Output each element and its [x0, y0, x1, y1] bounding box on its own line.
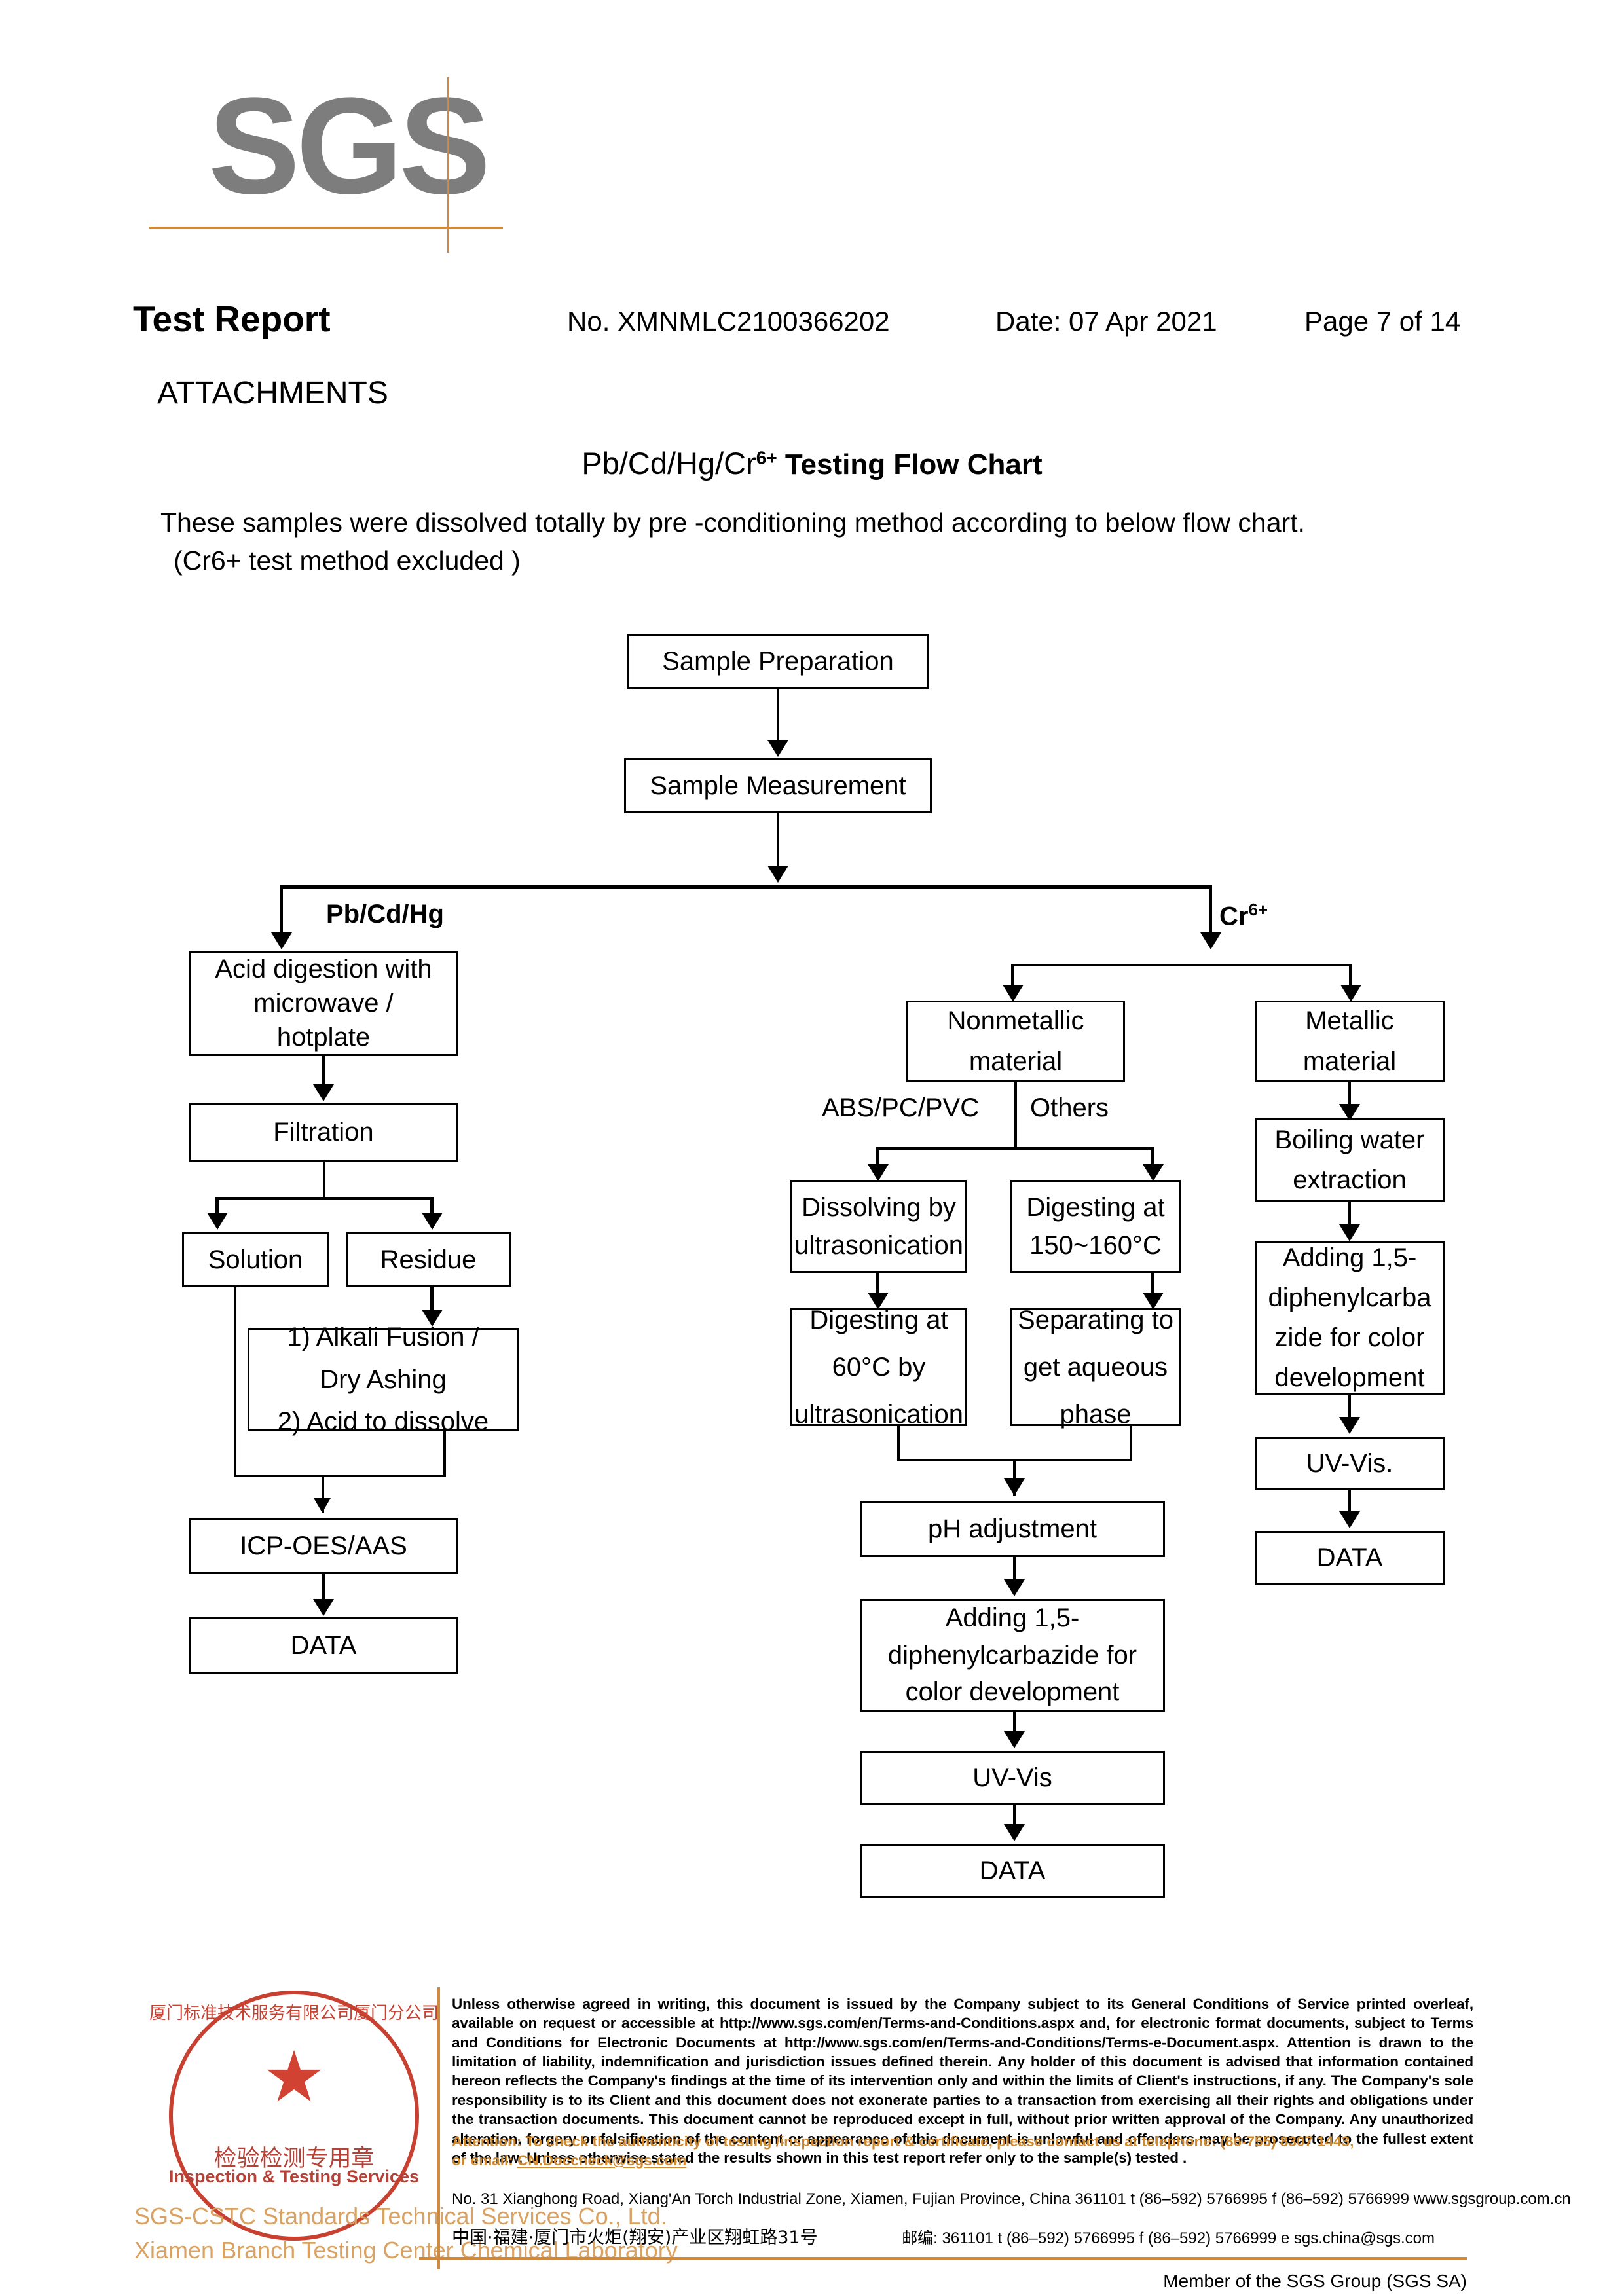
node-adding-dpc-right: Adding 1,5- diphenylcarba zide for color… — [1255, 1241, 1445, 1395]
node-uv-vis-mid: UV-Vis — [860, 1751, 1165, 1805]
dpc-right-line4: development — [1274, 1363, 1425, 1392]
dissolving-line2: ultrasonication — [794, 1231, 963, 1260]
digesting60-line2: 60°C by — [832, 1353, 926, 1382]
stamp-chinese-text: 检验检测专用章 — [213, 2146, 375, 2172]
legal-disclaimer: Unless otherwise agreed in writing, this… — [452, 1996, 1473, 2166]
boiling-line1: Boiling water — [1274, 1126, 1425, 1155]
page-title: Test Report — [133, 299, 331, 339]
stamp-english-text: Inspection & Testing Services — [168, 2166, 420, 2186]
footer-vertical-rule — [437, 1987, 440, 2269]
dpc-right-line2: diphenylcarba — [1268, 1283, 1431, 1313]
separating-line2: get aqueous — [1023, 1353, 1168, 1382]
node-sample-measurement: Sample Measurement — [624, 758, 932, 813]
node-solution: Solution — [182, 1232, 329, 1287]
node-metallic-material: Metallic material — [1255, 1001, 1445, 1082]
acid-digestion-line3: hotplate — [276, 1023, 371, 1052]
node-uv-vis-right: UV-Vis. — [1255, 1437, 1445, 1490]
address-chinese-tail: 邮编: 361101 t (86–592) 5766995 f (86–592)… — [902, 2230, 1435, 2247]
member-line: Member of the SGS Group (SGS SA) — [1163, 2271, 1467, 2291]
node-sample-preparation: Sample Preparation — [627, 634, 929, 689]
nonmetallic-line1: Nonmetallic — [947, 1006, 1084, 1035]
node-data-right: DATA — [1255, 1531, 1445, 1585]
report-header: Test Report No. XMNMLC2100366202 Date: 0… — [0, 298, 1624, 344]
attention-line1: Attention: To check the authenticity of … — [452, 2133, 1354, 2150]
dpc-mid-line1: Adding 1,5- — [945, 1603, 1080, 1632]
doccheck-email-link[interactable]: CN.Doccheck@sgs.com — [517, 2152, 687, 2169]
node-ph-adjustment: pH adjustment — [860, 1501, 1165, 1557]
metallic-line2: material — [1302, 1047, 1397, 1076]
intro-line-1: These samples were dissolved totally by … — [160, 507, 1305, 538]
edge-label-others: Others — [1030, 1093, 1109, 1122]
inspection-stamp: 厦门标准技术服务有限公司厦门分公司 ★ 检验检测专用章 Inspection &… — [149, 1991, 439, 2241]
edge-label-abs-pc-pvc: ABS/PC/PVC — [822, 1093, 980, 1122]
dpc-mid-line3: color development — [905, 1678, 1120, 1707]
node-nonmetallic-material: Nonmetallic material — [906, 1001, 1125, 1082]
sgs-logo: SGS — [149, 69, 503, 253]
footer-horizontal-rule — [419, 2257, 1467, 2260]
node-filtration: Filtration — [189, 1103, 458, 1162]
attention-notice: Attention: To check the authenticity of … — [452, 2132, 1480, 2171]
logo-vertical-rule — [447, 77, 449, 253]
flow-chart-title: Pb/Cd/Hg/Cr6+ Testing Flow Chart — [0, 445, 1624, 481]
node-boiling-water-extraction: Boiling water extraction — [1255, 1118, 1445, 1202]
address-chinese-main: 中国·福建·厦门市火炬(翔安)产业区翔虹路31号 — [452, 2228, 818, 2248]
node-adding-dpc-mid: Adding 1,5- diphenylcarbazide for color … — [860, 1599, 1165, 1712]
stamp-star-icon: ★ — [262, 2036, 326, 2116]
page-indicator: Page 7 of 14 — [1304, 306, 1461, 337]
node-alkali-fusion: 1) Alkali Fusion / Dry Ashing 2) Acid to… — [248, 1323, 519, 1436]
nonmetallic-line2: material — [969, 1047, 1063, 1076]
acid-digestion-line1: Acid digestion with — [215, 955, 432, 983]
boiling-line2: extraction — [1293, 1166, 1407, 1194]
acid-digestion-line2: microwave / — [253, 989, 394, 1018]
flow-title-lead: Pb/Cd/Hg/Cr — [581, 446, 756, 481]
cr6-superscript: 6+ — [1248, 900, 1268, 919]
digesting150-line2: 150~160°C — [1029, 1231, 1162, 1260]
sgs-logo-text: SGS — [208, 69, 490, 223]
attachments-heading: ATTACHMENTS — [157, 376, 388, 411]
digesting150-line1: Digesting at — [1026, 1193, 1165, 1222]
node-digesting-150-160: Digesting at 150~160°C — [1010, 1180, 1181, 1273]
edge-label-cr6: Cr6+ — [1219, 900, 1268, 931]
stamp-arc-text: 厦门标准技术服务有限公司厦门分公司 — [149, 2004, 439, 2023]
node-residue: Residue — [346, 1232, 511, 1287]
intro-line-2: (Cr6+ test method excluded ) — [174, 545, 521, 576]
logo-horizontal-rule — [149, 227, 503, 229]
dpc-mid-line2: diphenylcarbazide for — [887, 1640, 1137, 1670]
dissolving-line1: Dissolving by — [802, 1193, 956, 1222]
report-number: No. XMNMLC2100366202 — [567, 306, 890, 337]
attention-line2-prefix: or email: — [452, 2152, 518, 2169]
dpc-right-line1: Adding 1,5- — [1282, 1243, 1417, 1273]
alkali-line2: Dry Ashing — [320, 1365, 447, 1394]
node-dissolving-by-ultrasonication: Dissolving by ultrasonication — [790, 1180, 967, 1273]
separating-line3: phase — [1060, 1400, 1132, 1429]
digesting60-line1: Digesting at — [809, 1306, 948, 1334]
node-digesting-60-ultrasonication: Digesting at 60°C by ultrasonication — [790, 1306, 967, 1429]
alkali-line3: 2) Acid to dissolve — [277, 1407, 489, 1437]
metallic-line1: Metallic — [1305, 1006, 1394, 1035]
separating-line1: Separating to — [1018, 1306, 1173, 1334]
address-chinese: 中国·福建·厦门市火炬(翔安)产业区翔虹路31号 邮编: 361101 t (8… — [452, 2223, 1435, 2249]
lab-name-line1: SGS-CSTC Standards Technical Services Co… — [134, 2203, 667, 2230]
address-english: No. 31 Xianghong Road, Xiang'An Torch In… — [452, 2190, 1571, 2208]
flow-title-superscript: 6+ — [756, 447, 777, 468]
node-icp-oes-aas: ICP-OES/AAS — [189, 1518, 458, 1574]
node-data-mid: DATA — [860, 1844, 1165, 1898]
flow-title-rest: Testing Flow Chart — [777, 449, 1043, 481]
node-acid-digestion: Acid digestion with microwave / hotplate — [189, 951, 458, 1056]
node-separating-aqueous-phase: Separating to get aqueous phase — [1010, 1306, 1181, 1429]
report-date: Date: 07 Apr 2021 — [995, 306, 1217, 337]
cr6-base: Cr — [1219, 902, 1249, 931]
node-data-left-box: DATA — [189, 1617, 458, 1674]
dpc-right-line3: zide for color — [1274, 1323, 1425, 1352]
digesting60-line3: ultrasonication — [794, 1400, 963, 1429]
edge-label-pb-cd-hg: Pb/Cd/Hg — [326, 900, 444, 928]
alkali-line1: 1) Alkali Fusion / — [287, 1322, 479, 1351]
